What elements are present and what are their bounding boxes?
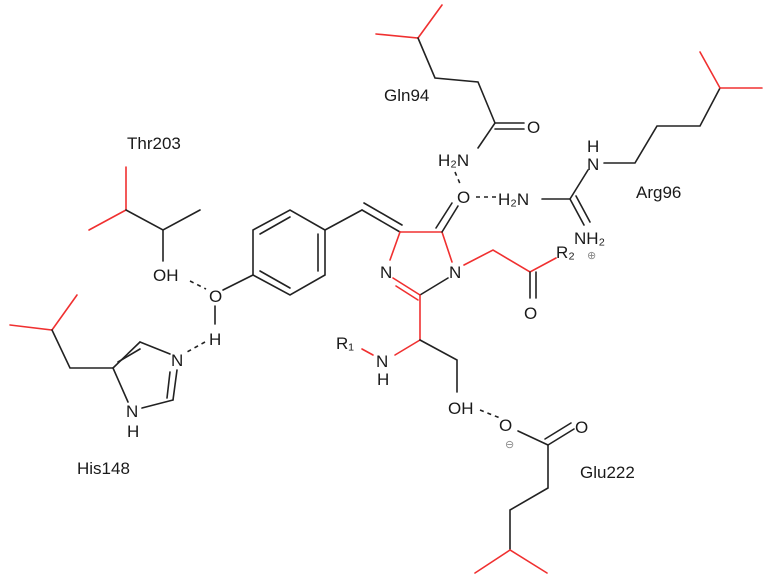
thr203-label: Thr203 [127, 134, 181, 153]
his-n3-label: N [171, 351, 183, 370]
his148-residue: N N H [9, 294, 183, 441]
r2-o-label: O [524, 304, 537, 323]
arg96-label: Arg96 [636, 183, 681, 202]
arg-h2n-label: H₂N [498, 190, 529, 209]
arg96-residue: H₂N H N NH₂ Arg96 [498, 51, 763, 248]
gln94-label: Gln94 [384, 86, 429, 105]
phenol-h-label: H [209, 330, 221, 349]
arg-charge-icon: ⊕ [587, 250, 596, 262]
his-n1-label: N [126, 402, 138, 421]
glu-charge-icon: ⊖ [505, 439, 514, 451]
thr203-residue: OH [88, 166, 207, 290]
his148-label: His148 [77, 459, 130, 478]
r1-label: R₁ [336, 334, 354, 353]
glu222-residue: O ⊖ O Glu222 [474, 416, 635, 574]
arg-nh2-label: NH₂ [574, 229, 605, 248]
imidazolinone-ring: N N O R₂ ⊕ O R₁ N H OH [336, 188, 596, 419]
glu-o-minus-label: O [499, 416, 512, 435]
r1-n-label: N [376, 352, 388, 371]
imid-n1-label: N [449, 263, 461, 282]
phenol-ring: O H [186, 202, 403, 353]
glu222-label: Glu222 [580, 463, 635, 482]
his-n1-h-label: H [127, 422, 139, 441]
chrom-o-label: O [457, 188, 470, 207]
thr-oh-label: OH [153, 266, 179, 285]
imid-n3-label: N [380, 263, 392, 282]
r2-label: R₂ [556, 243, 575, 262]
r1-h-label: H [377, 370, 389, 389]
ser-oh-label: OH [448, 399, 474, 418]
gln-nh2-label: H₂N [438, 151, 469, 170]
arg-nh-h-label: H [587, 137, 599, 156]
phenol-o-label: O [209, 287, 222, 306]
glu-o-label: O [575, 418, 588, 437]
gln-o-label: O [527, 118, 540, 137]
gln94-residue: O H₂N Gln94 [375, 4, 540, 187]
arg-nh-n-label: N [587, 155, 599, 174]
